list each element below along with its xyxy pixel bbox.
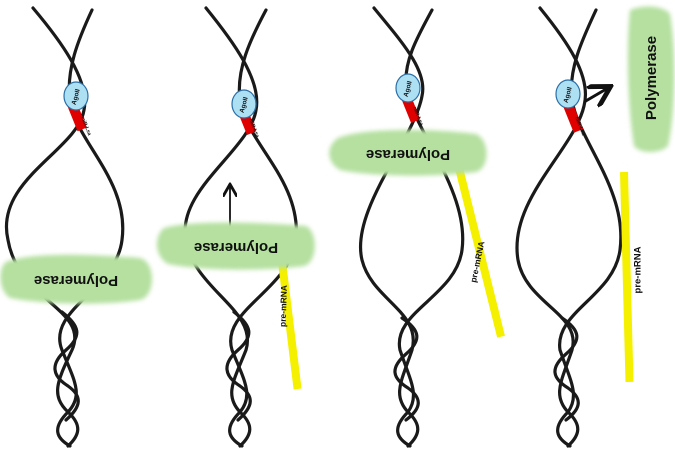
dna-strands	[515, 6, 623, 448]
agoll-protein	[231, 89, 257, 119]
agoll-label: AgoII	[403, 80, 414, 98]
release-arrow	[583, 88, 608, 102]
dna-strands	[358, 6, 465, 448]
polymerase-blob	[627, 6, 675, 152]
agoll-protein	[395, 73, 421, 103]
pre-mrna-strand	[454, 163, 505, 338]
pre-mrna-label: pre-mRNA	[278, 285, 289, 327]
pre-mrna-label: pre-mRNA	[633, 246, 644, 293]
agoll-label: AgoII	[563, 86, 574, 104]
polymerase-label: Polymerase	[34, 272, 118, 289]
agoll-protein	[63, 81, 89, 111]
polymerase-blob	[0, 254, 152, 304]
agoll-protein	[555, 79, 581, 109]
panel-2: pre-mRNA Polymerase miR-Lsa AgoII	[156, 6, 315, 448]
polymerase-blob	[156, 222, 315, 270]
panel-4: pre-mRNA Polymerase miR-Lsa AgoII	[515, 6, 675, 448]
polymerase-label: Polymerase	[643, 36, 660, 120]
polymerase-label: Polymerase	[366, 146, 450, 163]
agoll-label: AgoII	[71, 88, 82, 106]
pre-mrna-strand	[620, 171, 634, 383]
panel-3: pre-mRNA Polymerase miR-Lsa AgoII	[329, 6, 505, 448]
panel-1: Polymerase miR-Lsa AgoII	[0, 6, 152, 448]
pre-mrna-strand	[278, 261, 302, 390]
polymerase-label: Polymerase	[194, 239, 278, 256]
agoll-label: AgoII	[239, 96, 250, 114]
polymerase-blob	[329, 129, 487, 176]
dna-strands	[4, 6, 125, 448]
